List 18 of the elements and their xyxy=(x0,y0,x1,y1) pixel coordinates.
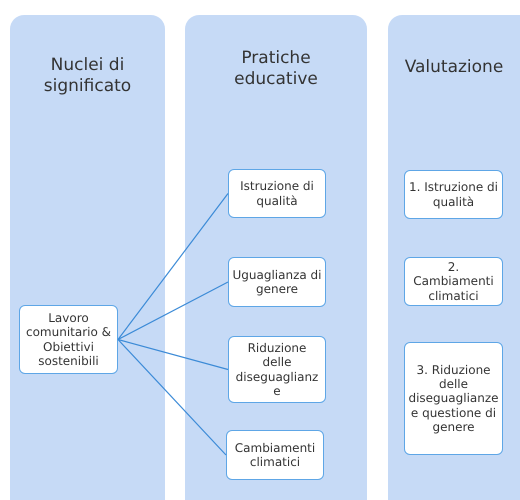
text-box: 1. Istruzione di qualità xyxy=(404,170,503,219)
text-box: Riduzione delle diseguaglianze xyxy=(228,336,326,403)
text-box: 3. Riduzione delle diseguaglianze e questione di genere xyxy=(404,342,503,455)
connector-line xyxy=(118,339,226,456)
text-box: Lavoro comunitario & Obiettivi sostenibili xyxy=(19,305,118,374)
column-heading: Pratiche educative xyxy=(233,48,319,90)
connector-line xyxy=(118,338,228,370)
text-box: 2. Cambiamenti climatici xyxy=(404,257,503,306)
connector-line xyxy=(118,281,228,340)
text-box: Uguaglianza di genere xyxy=(228,257,326,307)
text-box: Cambiamenti climatici xyxy=(226,430,324,480)
column-panel xyxy=(388,15,520,500)
text-box: Istruzione di qualità xyxy=(228,169,326,218)
column-panel xyxy=(10,15,165,500)
column-panel xyxy=(185,15,367,500)
connector-line xyxy=(118,193,228,340)
column-heading: Nuclei di significato xyxy=(42,55,132,98)
column-heading: Valutazione xyxy=(404,57,504,78)
